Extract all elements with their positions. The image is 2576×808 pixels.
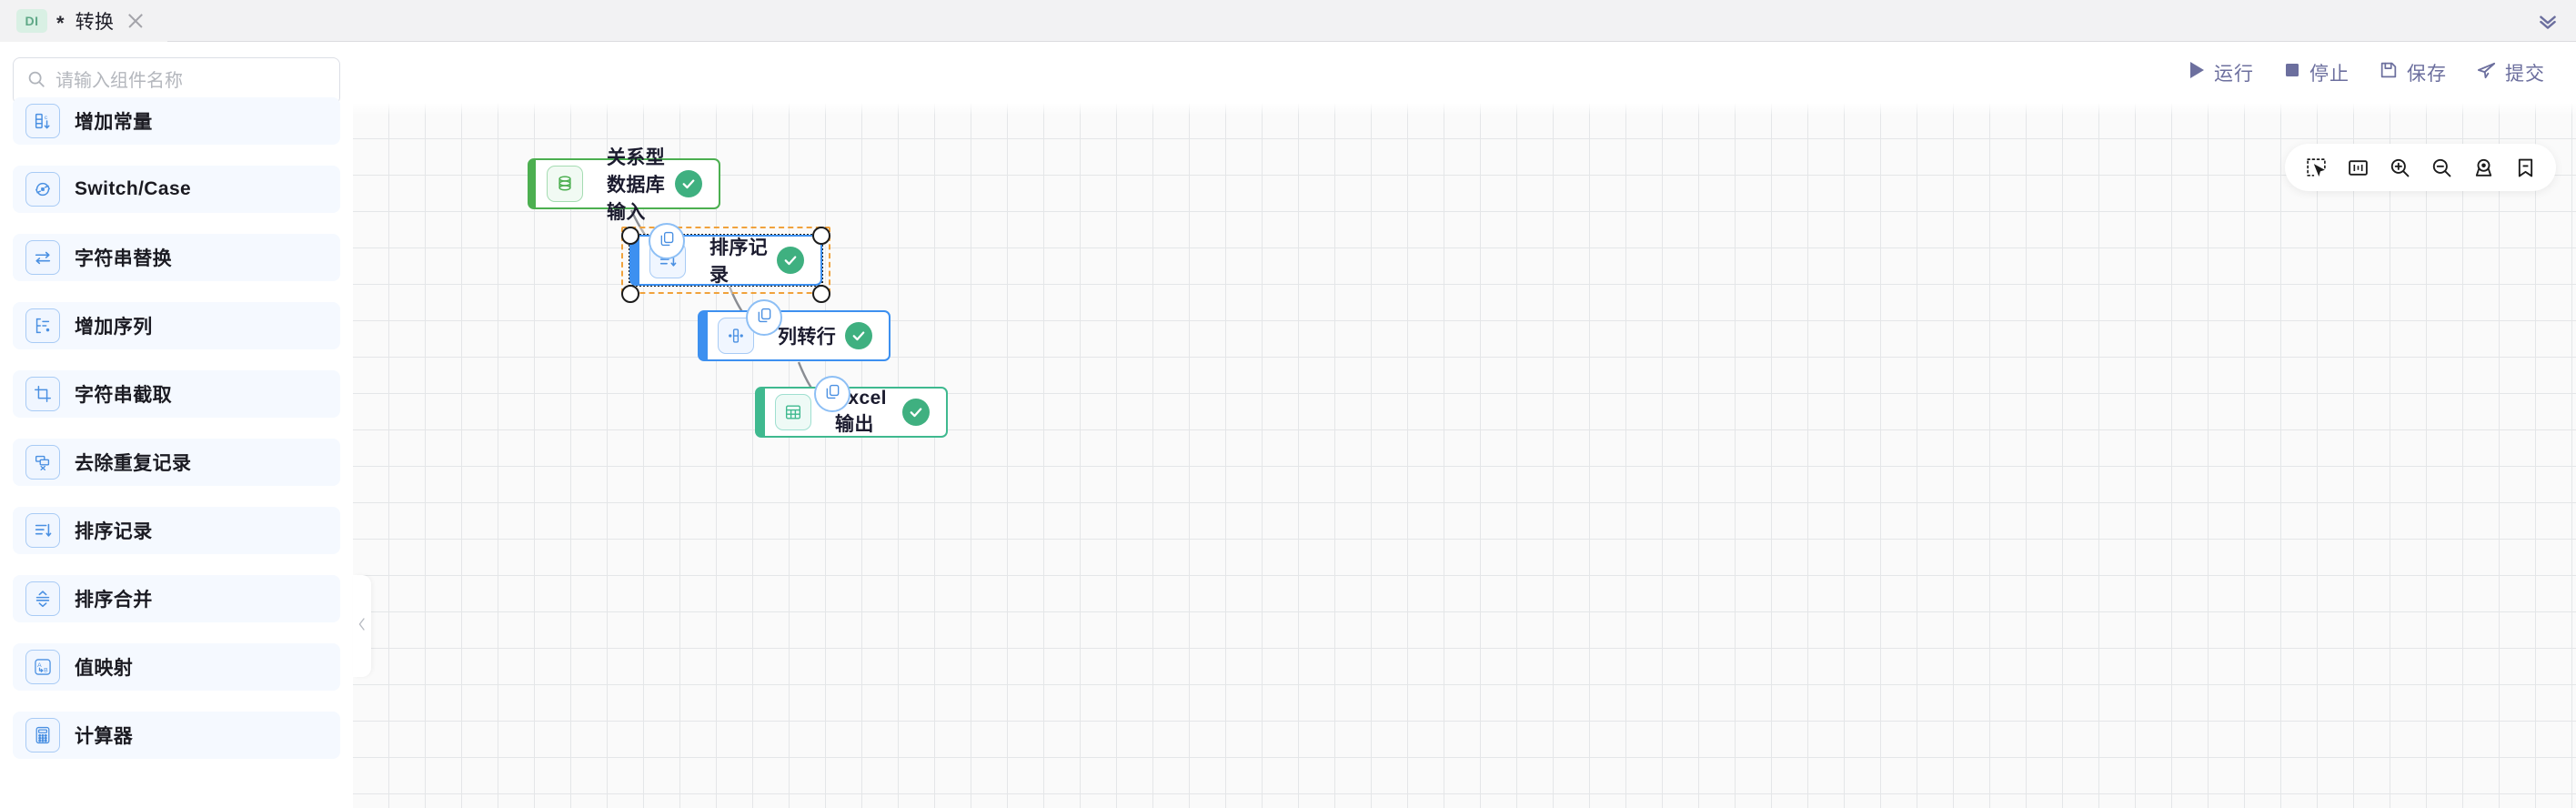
edge-badge-copy-3[interactable] <box>814 376 850 412</box>
marquee-select-icon[interactable] <box>2298 149 2334 186</box>
check-circle-icon <box>675 170 702 197</box>
flow-canvas[interactable]: 关系型数据库输入 排序记录 <box>353 103 2576 808</box>
play-icon <box>2188 60 2206 86</box>
stop-button[interactable]: 停止 <box>2269 54 2364 92</box>
resize-handle-bottom-left[interactable] <box>621 285 639 303</box>
paper-plane-icon <box>2476 60 2497 86</box>
action-toolbar: 运行 停止 保存 提交 <box>2173 43 2560 103</box>
zoom-out-icon[interactable] <box>2423 149 2460 186</box>
add-constant-icon: c <box>25 104 60 138</box>
zoom-in-icon[interactable] <box>2381 149 2418 186</box>
sidebar-item-label: 计算器 <box>75 726 134 747</box>
stop-label: 停止 <box>2309 64 2350 85</box>
sidebar-item-sort-records[interactable]: 排序记录 <box>13 507 340 554</box>
string-replace-icon <box>25 240 60 275</box>
fit-to-screen-icon[interactable] <box>2340 149 2376 186</box>
check-circle-icon <box>902 399 930 426</box>
flow-node-label: 关系型数据库输入 <box>607 147 666 223</box>
search-input[interactable] <box>55 70 327 92</box>
edge-badge-copy-2[interactable] <box>746 299 782 336</box>
double-chevron-down-icon[interactable] <box>2532 6 2563 35</box>
component-list: c 增加常量 Switch/Case <box>0 97 353 759</box>
sort-records-icon <box>25 513 60 548</box>
sidebar-item-switch-case[interactable]: Switch/Case <box>13 166 340 213</box>
flow-node-db-input[interactable]: 关系型数据库输入 <box>528 147 720 223</box>
run-button[interactable]: 运行 <box>2173 54 2269 92</box>
copy-icon <box>756 307 773 328</box>
svg-text:A: A <box>37 662 42 669</box>
canvas-zoom-toolbar <box>2285 144 2556 191</box>
component-sidebar: c 增加常量 Switch/Case <box>0 43 353 808</box>
save-button[interactable]: 保存 <box>2364 54 2461 92</box>
check-circle-icon <box>845 322 872 349</box>
sidebar-item-dedupe-records[interactable]: 去除重复记录 <box>13 439 340 486</box>
floppy-disk-icon <box>2379 60 2399 86</box>
map-pin-icon[interactable] <box>2465 149 2501 186</box>
close-icon[interactable] <box>124 9 147 33</box>
sidebar-item-label: 去除重复记录 <box>75 453 192 474</box>
unsaved-marker: * <box>56 11 65 35</box>
flow-node-label: 排序记录 <box>709 237 769 286</box>
svg-text:c: c <box>45 115 48 121</box>
string-substring-icon <box>25 377 60 411</box>
sidebar-item-string-substring[interactable]: 字符串截取 <box>13 370 340 418</box>
flow-node-excel-output[interactable]: Excel输出 <box>755 387 948 438</box>
switch-case-icon <box>25 172 60 207</box>
sidebar-item-sort-merge[interactable]: 排序合并 <box>13 575 340 622</box>
calculator-icon <box>25 718 60 752</box>
canvas-top-fade <box>353 103 2576 116</box>
excel-table-icon <box>775 394 811 430</box>
sidebar-item-label: 排序合并 <box>75 590 153 611</box>
column-to-row-icon <box>718 318 754 354</box>
search-box[interactable] <box>13 57 340 105</box>
chevron-left-icon <box>357 616 367 637</box>
tab-item-active[interactable]: DI * 转换 <box>0 0 167 42</box>
search-container <box>0 43 353 114</box>
search-icon <box>26 69 46 94</box>
resize-handle-top-left[interactable] <box>621 227 639 245</box>
tab-title: 转换 <box>75 11 115 33</box>
flow-node-col-to-row[interactable]: 列转行 <box>698 310 891 361</box>
tab-bar: DI * 转换 <box>0 0 2576 42</box>
submit-label: 提交 <box>2505 64 2545 85</box>
sidebar-item-calculator[interactable]: 计算器 <box>13 712 340 759</box>
copy-icon <box>659 230 676 252</box>
save-label: 保存 <box>2407 64 2447 85</box>
resize-handle-bottom-right[interactable] <box>812 285 830 303</box>
resize-handle-top-right[interactable] <box>812 227 830 245</box>
sidebar-item-label: 增加常量 <box>75 112 153 133</box>
copy-icon <box>824 383 841 405</box>
sidebar-item-add-sequence[interactable]: 增加序列 <box>13 302 340 349</box>
value-mapping-icon: A B <box>25 650 60 684</box>
tab-type-badge: DI <box>16 8 47 33</box>
sidebar-item-label: Switch/Case <box>75 178 192 199</box>
dedupe-records-icon <box>25 445 60 480</box>
submit-button[interactable]: 提交 <box>2461 54 2560 92</box>
edge-badge-copy-1[interactable] <box>649 223 685 259</box>
add-sequence-icon <box>25 308 60 343</box>
sidebar-item-label: 增加序列 <box>75 317 153 338</box>
sidebar-item-string-replace[interactable]: 字符串替换 <box>13 234 340 281</box>
sidebar-item-label: 排序记录 <box>75 521 153 542</box>
sidebar-collapse-handle[interactable] <box>353 575 371 677</box>
bookmark-icon[interactable] <box>2507 149 2543 186</box>
svg-text:B: B <box>44 668 48 674</box>
flow-node-label: 列转行 <box>778 327 837 348</box>
database-icon <box>547 166 583 202</box>
check-circle-icon <box>777 247 804 274</box>
run-label: 运行 <box>2214 64 2254 85</box>
sidebar-item-label: 值映射 <box>75 658 134 679</box>
sort-merge-icon <box>25 581 60 616</box>
stop-square-icon <box>2283 61 2301 85</box>
sidebar-item-label: 字符串截取 <box>75 385 172 406</box>
sidebar-item-add-constant[interactable]: c 增加常量 <box>13 97 340 145</box>
sidebar-item-value-mapping[interactable]: A B 值映射 <box>13 643 340 691</box>
sidebar-item-label: 字符串替换 <box>75 248 172 269</box>
